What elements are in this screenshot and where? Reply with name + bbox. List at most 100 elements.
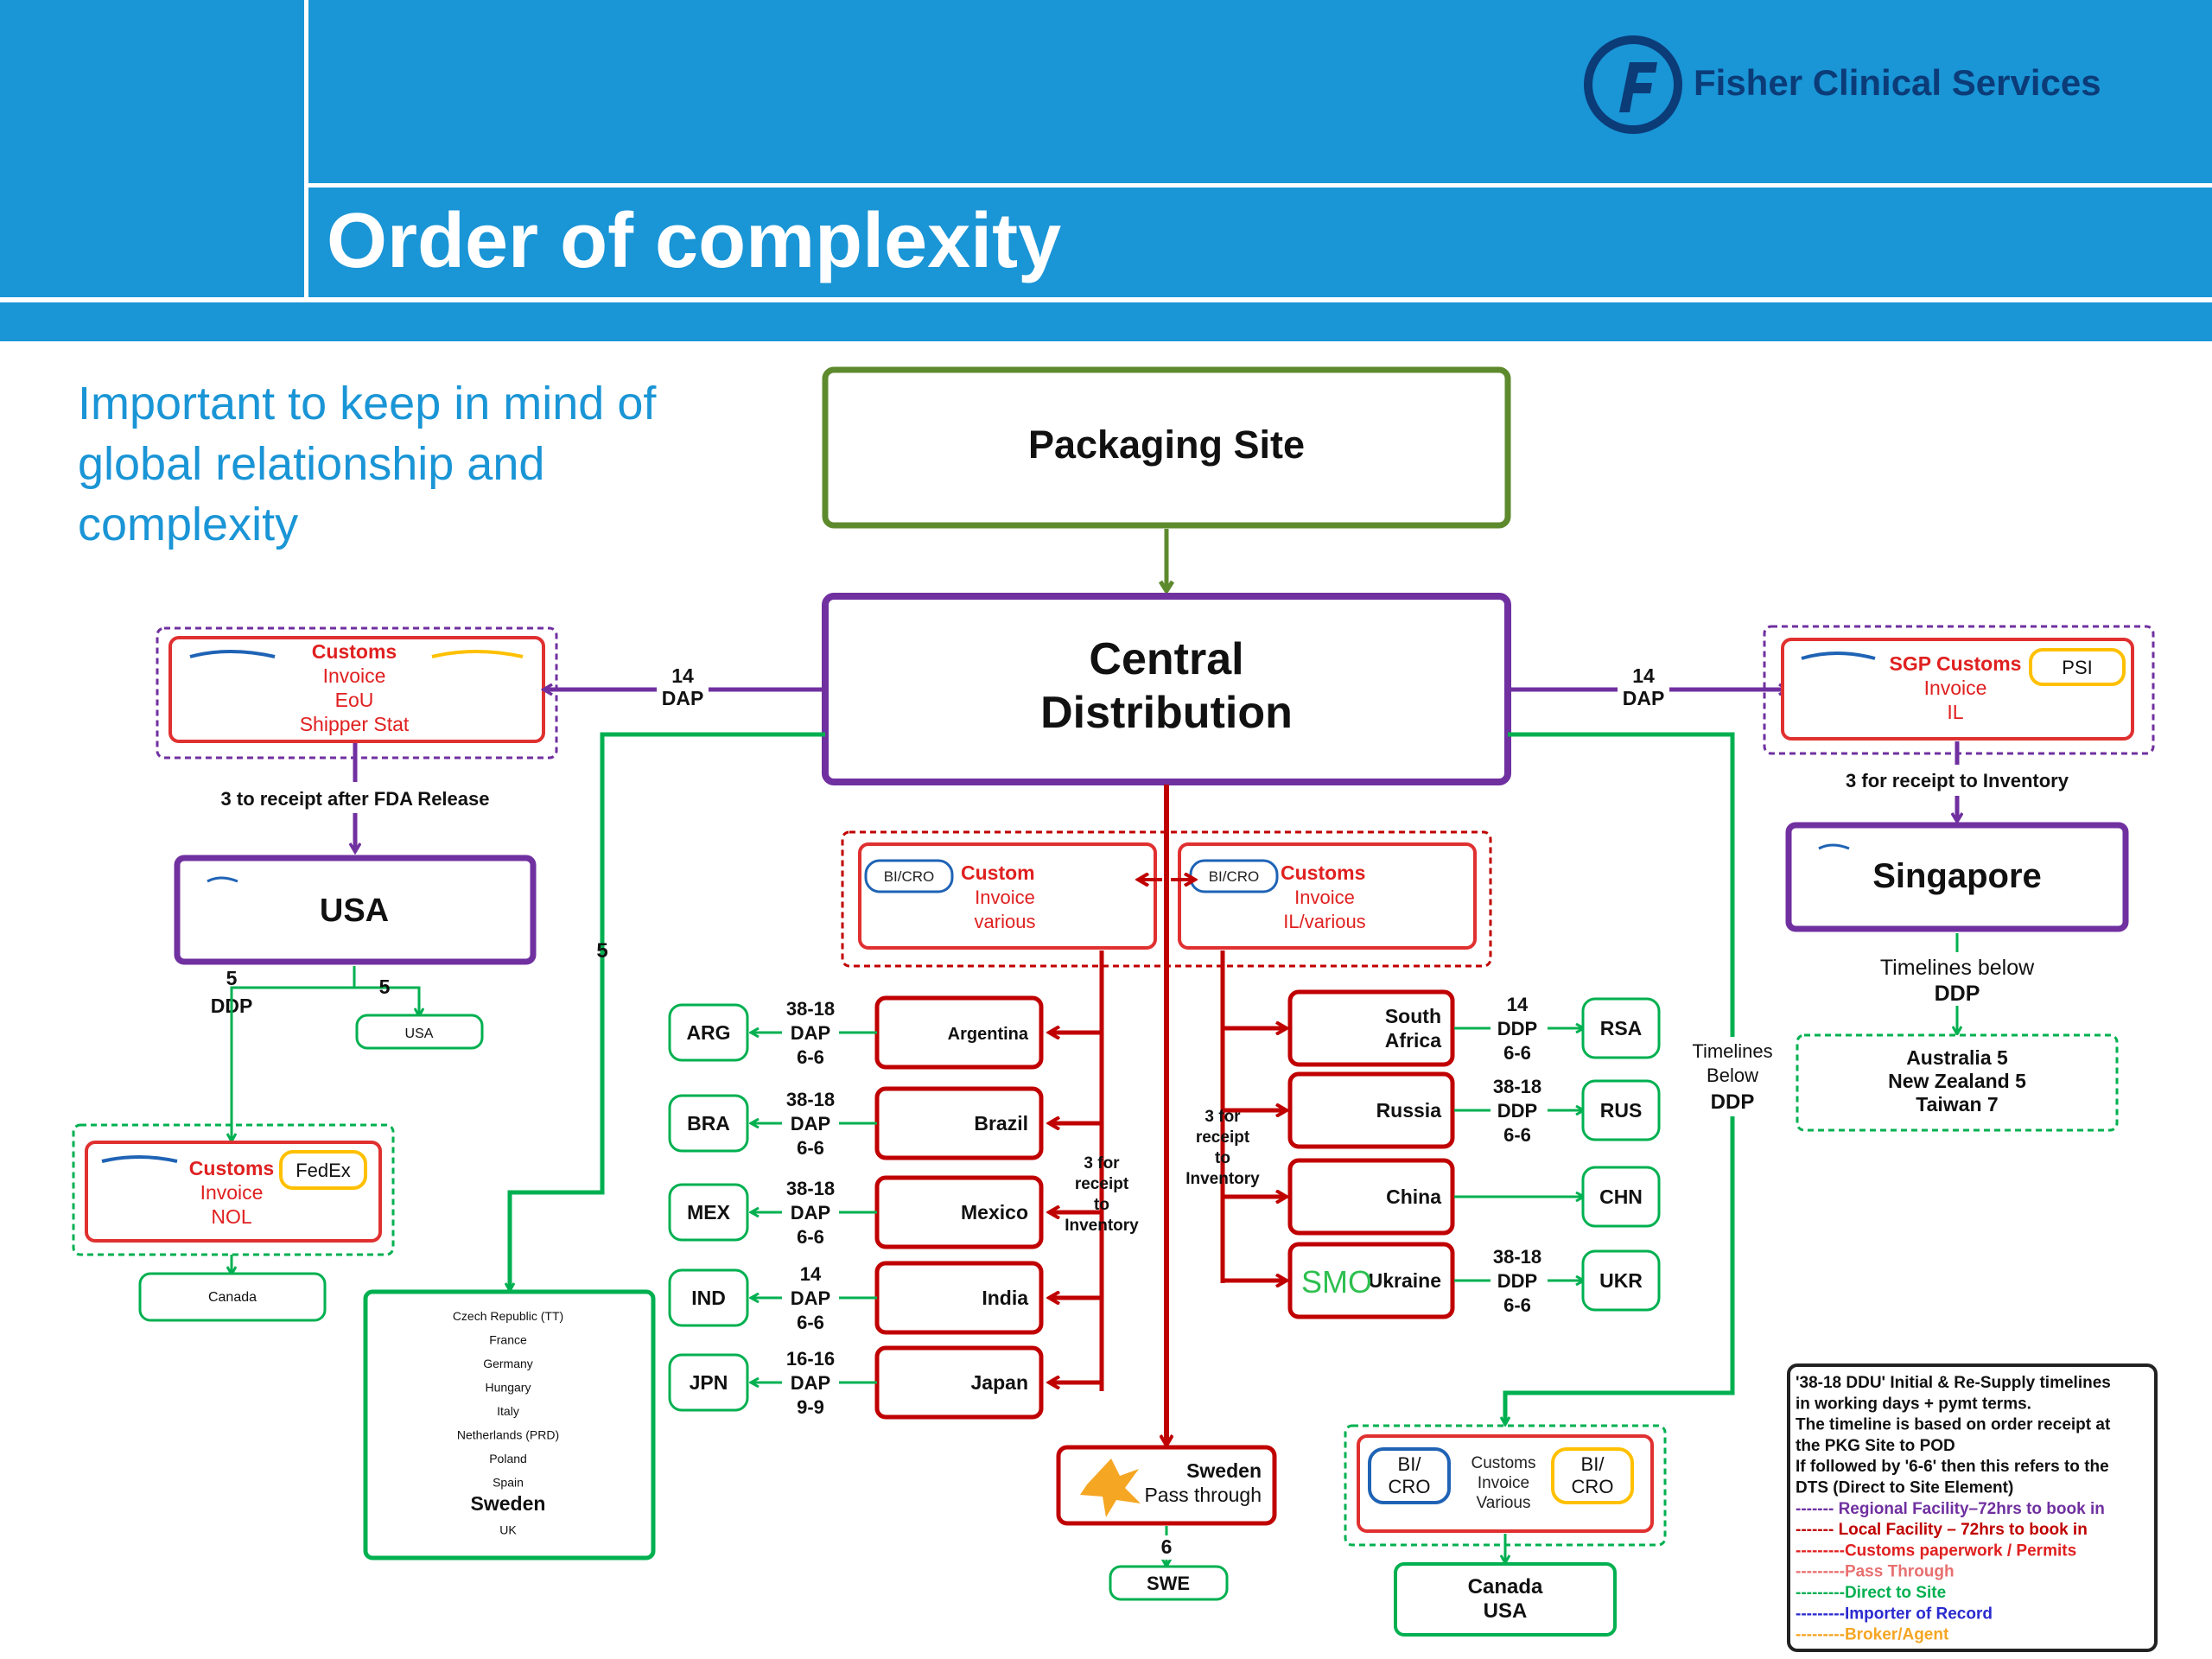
eu-country-item: Poland: [489, 1452, 527, 1465]
timeline-label-bg: [782, 1087, 839, 1160]
canada-tag1-b: CRO: [1389, 1476, 1431, 1497]
right-country-tree: SouthAfrica14DDP6-6RSARussia38-18DDP6-6R…: [1223, 989, 1661, 1319]
singapore-tag-icon: [1818, 843, 1850, 850]
country-code-box: [668, 1353, 749, 1412]
legend-line: in working days + pymt terms.: [1796, 1395, 2031, 1413]
right-timeline-a: Timelines: [1692, 1040, 1772, 1062]
usa-box: [174, 855, 537, 965]
sweden-pass-title: Sweden: [1186, 1459, 1262, 1482]
timeline-label-bg: [782, 1176, 839, 1249]
timeline-a: 38-18: [1493, 1246, 1541, 1268]
packaging-site-box: [822, 366, 1511, 529]
timeline-label-bg: [782, 996, 839, 1069]
eu-country-item: Germany: [483, 1357, 533, 1370]
left-arrow-label-b: DAP: [662, 687, 704, 709]
timeline-label-bg: [782, 1346, 839, 1419]
customs-left-title: Customs: [312, 640, 397, 663]
header-divider-vertical: [304, 0, 308, 302]
swe-6-bg: [1156, 1535, 1177, 1560]
inv-left-c: to: [1094, 1196, 1109, 1214]
timeline-c: 6-6: [1503, 1294, 1531, 1316]
country-name: Ukraine: [1369, 1269, 1441, 1292]
fedex-tag: [279, 1150, 367, 1190]
timeline-a: 38-18: [1493, 1076, 1541, 1097]
timeline-b: DAP: [791, 1202, 830, 1224]
eu-country-item: Netherlands (PRD): [457, 1428, 559, 1442]
legend-line: ---------Pass Through: [1796, 1563, 1955, 1581]
central-label-2: Distribution: [1040, 688, 1293, 738]
customs-left-l3: EoU: [335, 689, 374, 711]
inv-right-b: receipt: [1196, 1128, 1250, 1147]
country-box: [1287, 989, 1455, 1067]
inv-left-d: Inventory: [1065, 1217, 1139, 1235]
canada-small-box: [138, 1272, 327, 1322]
swe-label: SWE: [1147, 1573, 1190, 1594]
usa-label: USA: [320, 893, 389, 929]
sgp-timelines-b: DDP: [1935, 982, 1980, 1006]
country-box: [1287, 1158, 1455, 1236]
mid-left-title: Custom: [961, 861, 1035, 884]
brand-name: Fisher Clinical Services: [1694, 62, 2101, 103]
mid-left-l2: Invoice: [975, 887, 1035, 908]
timeline-a: 38-18: [786, 1178, 835, 1199]
swe-box: [1109, 1565, 1229, 1601]
eu-country-list: Czech Republic (TT) FranceGermanyHungaryI…: [453, 1309, 563, 1537]
country-code: UKR: [1599, 1269, 1643, 1292]
canada-usa-line-1: Canada: [1468, 1575, 1543, 1599]
timeline-c: 6-6: [797, 1226, 824, 1248]
inv-right-c: to: [1215, 1149, 1230, 1167]
timeline-b: DAP: [791, 1287, 830, 1309]
usa-small-label: USA: [405, 1027, 434, 1041]
eu-country-item: Italy: [497, 1404, 519, 1418]
legend-line: '38-18 DDU' Initial & Re-Supply timeline…: [1796, 1374, 2111, 1392]
sgp-receipt-bg: [1823, 765, 2091, 796]
eu-country-item: UK: [499, 1523, 517, 1537]
eu-country-item: Hungary: [486, 1381, 531, 1395]
eu-country-item: France: [489, 1333, 527, 1347]
sweden-pass-sub: Pass through: [1144, 1484, 1262, 1506]
customs-sgp-tag-icon: [1801, 652, 1876, 660]
mid-left-l3: various: [975, 911, 1036, 932]
fedex-tag-label: FedEx: [296, 1160, 351, 1181]
green-5-label: 5: [596, 939, 607, 963]
apac-line-2: New Zealand 5: [1888, 1070, 2026, 1092]
right-arrow-label-bg: [1618, 664, 1669, 712]
right-timeline-b: Below: [1707, 1065, 1758, 1086]
left-arrow-label-a: 14: [671, 664, 694, 687]
timeline-label-bg: [1491, 1244, 1548, 1317]
country-code-box: [1581, 1249, 1661, 1312]
fda-label-bg: [199, 782, 512, 813]
country-code-box: [1581, 997, 1661, 1059]
country-code-box: [668, 1094, 749, 1153]
psi-tag-label: PSI: [2062, 657, 2092, 678]
legend-line: If followed by '6-6' then this refers to…: [1796, 1458, 2109, 1476]
timeline-b: DAP: [791, 1113, 830, 1135]
timeline-b: DAP: [791, 1372, 830, 1394]
timeline-c: 6-6: [797, 1312, 824, 1333]
timeline-c: 6-6: [1503, 1124, 1531, 1146]
singapore-box: [1785, 822, 2129, 932]
eu-country-item: Spain: [493, 1476, 524, 1490]
eu-country-item: Sweden: [471, 1492, 546, 1515]
inv-left-a: 3 for: [1084, 1154, 1120, 1173]
usa-to-usa-small-line: [230, 986, 419, 1020]
country-code: RUS: [1600, 1099, 1643, 1122]
country-code: IND: [691, 1287, 726, 1309]
apac-line-1: Australia 5: [1906, 1046, 2008, 1069]
country-code: BRA: [687, 1112, 730, 1135]
timeline-label-bg: [1491, 1074, 1548, 1147]
country-name: Argentina: [948, 1025, 1029, 1044]
right-timeline-bg: [1685, 1037, 1782, 1116]
eu-country-item: Czech Republic (TT): [453, 1309, 563, 1323]
customs-left-l2: Invoice: [323, 664, 386, 687]
usa-small-5: 5: [379, 976, 391, 998]
timeline-c: 6-6: [1503, 1042, 1531, 1064]
usa-ddp-a: 5: [226, 967, 238, 989]
timeline-b: DDP: [1497, 1018, 1537, 1039]
sgp-receipt-label: 3 for receipt to Inventory: [1846, 770, 2069, 791]
country-name-2: Africa: [1385, 1029, 1441, 1052]
country-code-box: [1581, 1166, 1661, 1228]
intro-line-2: global relationship and: [78, 438, 545, 490]
legend-line: ------- Regional Facility–72hrs to book …: [1796, 1500, 2105, 1518]
country-code: MEX: [687, 1201, 731, 1224]
